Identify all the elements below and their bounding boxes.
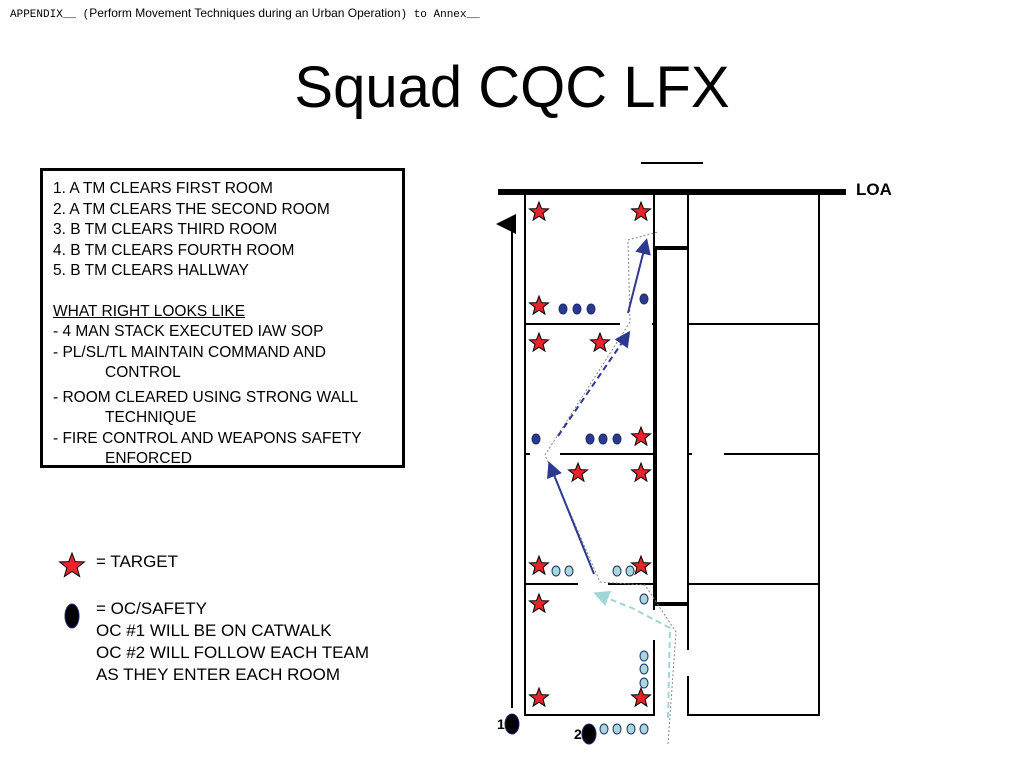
team-b-member — [564, 565, 574, 577]
team-b-member — [625, 565, 635, 577]
target-icon — [528, 686, 550, 708]
target-icon — [630, 200, 652, 222]
what-right-heading: WHAT RIGHT LOOKS LIKE — [53, 302, 246, 320]
oc-route-line — [544, 231, 677, 745]
target-icon — [630, 554, 652, 576]
targets — [58, 200, 652, 708]
target-icon — [630, 686, 652, 708]
movement-arrow-a — [547, 461, 595, 575]
target-icon — [630, 425, 652, 447]
movement-arrow-a — [627, 238, 651, 314]
standard-item-cont: TECHNIQUE — [105, 409, 197, 426]
movement-arrow-b — [593, 591, 672, 719]
step-item: 1. A TM CLEARS FIRST ROOM — [53, 180, 273, 197]
appendix-title: Perform Movement Techniques during an Ur… — [89, 6, 401, 20]
appendix-prefix: APPENDIX__ ( — [10, 9, 90, 21]
loa-label: LOA — [856, 180, 892, 199]
oc-number-2: 2 — [574, 726, 582, 742]
legend-target-icon — [58, 551, 86, 578]
team-b-member — [599, 723, 609, 735]
legend-oc-note: OC #2 WILL FOLLOW EACH TEAM — [96, 643, 370, 662]
steps-box: 1. A TM CLEARS FIRST ROOM 2. A TM CLEARS… — [40, 168, 405, 468]
team-b-member — [612, 723, 622, 735]
team-a-member — [612, 433, 622, 445]
target-icon — [528, 592, 550, 614]
team-a-member — [558, 303, 568, 315]
team-b-member — [639, 663, 649, 675]
team-a-member — [598, 433, 608, 445]
target-icon — [528, 200, 550, 222]
step-item: 3. B TM CLEARS THIRD ROOM — [53, 221, 278, 238]
team-b-member — [639, 723, 649, 735]
standard-item-cont: CONTROL — [105, 364, 181, 381]
oc-number-1: 1 — [497, 716, 505, 732]
team-b-member — [639, 593, 649, 605]
legend-oc-icon — [64, 603, 80, 629]
legend-oc-label: = OC/SAFETY — [96, 599, 207, 618]
legend-oc-note: OC #1 WILL BE ON CATWALK — [96, 621, 332, 640]
appendix-header: APPENDIX__ (Perform Movement Techniques … — [10, 6, 480, 21]
standard-item: - FIRE CONTROL AND WEAPONS SAFETY — [53, 429, 362, 447]
standard-item-cont: ENFORCED — [105, 450, 192, 467]
team-a-member — [531, 433, 541, 445]
team-a-member — [585, 433, 595, 445]
door-gaps — [530, 322, 656, 640]
rooms-right — [687, 193, 820, 716]
oc-2-icon — [581, 723, 597, 745]
standard-item: - 4 MAN STACK EXECUTED IAW SOP — [53, 323, 324, 340]
team-b-member — [612, 565, 622, 577]
personnel — [64, 293, 649, 745]
step-item: 2. A TM CLEARS THE SECOND ROOM — [53, 200, 330, 218]
hallway-walls — [654, 194, 689, 715]
team-b-member — [639, 677, 649, 689]
team-b-member — [639, 650, 649, 662]
team-b-member — [626, 723, 636, 735]
target-icon — [567, 461, 589, 483]
step-item: 4. B TM CLEARS FOURTH ROOM — [53, 241, 295, 259]
page-title: Squad CQC LFX — [294, 55, 730, 120]
legend-oc-note: AS THEY ENTER EACH ROOM — [96, 665, 341, 684]
team-b-member — [551, 565, 561, 577]
target-icon — [528, 554, 550, 576]
standard-item: - PL/SL/TL MAINTAIN COMMAND AND — [53, 343, 327, 361]
movement-arrow-a-dashed — [557, 330, 631, 437]
target-icon — [589, 331, 611, 353]
oc-1-icon — [504, 713, 520, 735]
target-icon — [630, 461, 652, 483]
target-icon — [528, 294, 550, 316]
appendix-suffix: ) to Annex__ — [400, 9, 480, 21]
legend-target-label: = TARGET — [96, 552, 179, 571]
team-a-member — [586, 303, 596, 315]
step-item: 5. B TM CLEARS HALLWAY — [53, 262, 249, 279]
target-icon — [528, 331, 550, 353]
standard-item: - ROOM CLEARED USING STRONG WALL — [53, 388, 359, 406]
team-a-member — [639, 293, 649, 305]
team-a-member — [572, 303, 582, 315]
